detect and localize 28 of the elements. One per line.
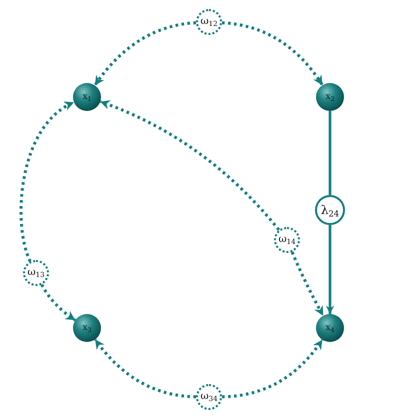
connector-line [328, 111, 332, 195]
sphere-node [73, 314, 101, 342]
node-label: ω$_{13}$ [27, 268, 45, 278]
node-label: x$_{3}$ [82, 324, 92, 332]
node-label: λ$_{24}$ [320, 204, 340, 216]
dotted-circle-node [274, 227, 300, 253]
dotted-circle-node [196, 9, 222, 35]
dotted-circle-node [196, 384, 222, 410]
dotted-arrow [222, 338, 324, 398]
arrow [326, 225, 334, 314]
node-label: ω$_{12}$ [200, 17, 218, 27]
dotted-arrow [20, 100, 75, 262]
node-label: x$_{2}$ [325, 92, 335, 102]
dotted-arrow [100, 100, 280, 231]
dotted-arrow [222, 21, 324, 86]
dotted-arrow [94, 338, 196, 398]
dotted-arrow [94, 21, 196, 86]
node-label: ω$_{34}$ [200, 392, 218, 402]
sphere-node [316, 314, 344, 342]
dotted-circle-node [23, 260, 49, 286]
node-label: x$_{1}$ [82, 92, 92, 102]
dotted-arrow [290, 251, 325, 317]
node-label: ω$_{14}$ [278, 235, 296, 245]
node-label: x$_{4}$ [325, 324, 335, 332]
circle-node [315, 195, 345, 225]
sphere-node [73, 83, 101, 111]
sphere-node [316, 83, 344, 111]
dotted-arrow [40, 284, 76, 322]
